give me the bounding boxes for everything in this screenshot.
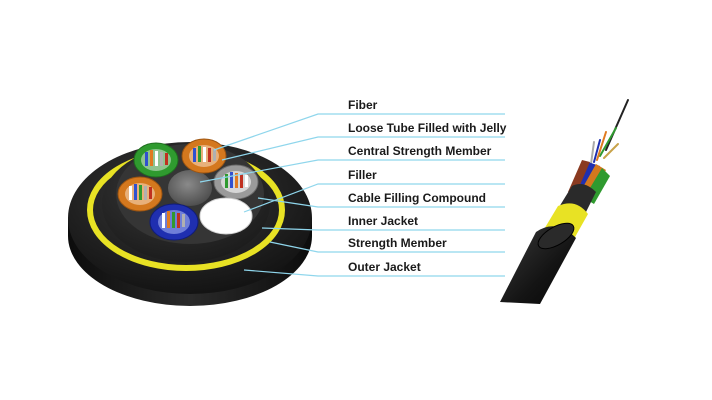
loose-tube-blue [149,203,199,241]
loose-tube-green [133,142,179,178]
cable-fibers [590,99,629,165]
leader-fiber [213,113,505,151]
label-outer-jacket: Outer Jacket [348,260,421,274]
label-loose-tube: Loose Tube Filled with Jelly [348,121,507,135]
leader-central-strength-member [199,159,505,183]
label-strength-member: Strength Member [348,236,447,250]
label-central-strength-member: Central Strength Member [348,144,492,158]
cable-outer-jacket-cut [537,222,575,250]
filler-rod [199,197,253,235]
loose-tube-orange-top [181,138,227,174]
leader-lines [199,113,505,277]
leader-outer-jacket [243,269,505,277]
labels: Fiber Loose Tube Filled with Jelly Centr… [348,98,507,274]
cross-section [68,138,312,306]
loose-tube-orange-left [117,176,163,212]
central-strength-member-core [168,170,212,206]
loose-tube-gray [213,164,259,200]
leader-cable-filling-compound [257,197,505,208]
label-inner-jacket: Inner Jacket [348,214,418,228]
label-filler: Filler [348,168,377,182]
cable-illustration [500,99,629,304]
label-fiber: Fiber [348,98,378,112]
leader-strength-member [269,241,505,253]
leader-loose-tube [221,136,505,161]
leader-filler [243,183,505,213]
label-cable-filling-compound: Cable Filling Compound [348,191,486,205]
leader-inner-jacket [261,227,505,231]
